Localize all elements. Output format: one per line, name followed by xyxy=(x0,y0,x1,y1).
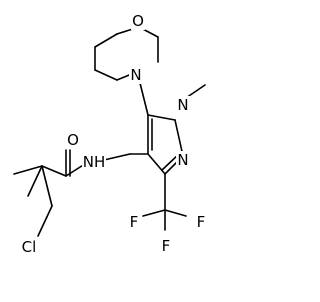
bond xyxy=(147,153,166,175)
atom-label: O xyxy=(132,12,144,30)
bond xyxy=(37,205,53,237)
atom-n2: N xyxy=(176,151,190,169)
bond xyxy=(142,209,166,217)
atom-label: O xyxy=(67,131,79,149)
bond xyxy=(13,165,43,175)
atom-label-background xyxy=(66,131,80,149)
bond xyxy=(103,153,131,161)
atom-cl: Cl xyxy=(17,238,41,256)
atom-label: F xyxy=(162,237,171,255)
atom-label: F xyxy=(197,213,206,231)
atom-o_morph: O xyxy=(131,12,145,30)
atom-n_morph: N xyxy=(129,66,143,84)
atom-label: NH xyxy=(83,153,106,171)
atom-label: N xyxy=(130,66,141,84)
atom-label-background xyxy=(176,151,190,169)
atom-label-background xyxy=(159,237,173,255)
bond-layer xyxy=(13,26,206,237)
atom-label: N xyxy=(177,96,188,114)
atom-f2: F xyxy=(159,237,173,255)
atom-label: F xyxy=(130,213,139,231)
bond xyxy=(94,69,118,81)
bond xyxy=(27,165,43,197)
atom-o_carbonyl: O xyxy=(66,131,80,149)
bond xyxy=(139,82,149,116)
atom-label-background xyxy=(176,96,190,114)
atom-label-background xyxy=(82,153,106,171)
atom-f3: F xyxy=(194,213,208,231)
bond xyxy=(174,119,184,157)
bond xyxy=(164,209,187,217)
atom-label-background xyxy=(17,238,41,256)
bond xyxy=(147,114,176,121)
bond xyxy=(41,165,67,177)
atom-label: Cl xyxy=(22,238,37,256)
atom-n1: N xyxy=(176,96,190,114)
atom-label-background xyxy=(194,213,208,231)
atom-label-background xyxy=(131,12,145,30)
bond xyxy=(41,165,53,207)
atom-label-background xyxy=(129,66,143,84)
atom-label-background xyxy=(127,213,141,231)
bond xyxy=(94,33,118,48)
atom-f1: F xyxy=(127,213,141,231)
atom-n_amide: NH xyxy=(82,153,106,171)
atom-label: N xyxy=(177,151,188,169)
